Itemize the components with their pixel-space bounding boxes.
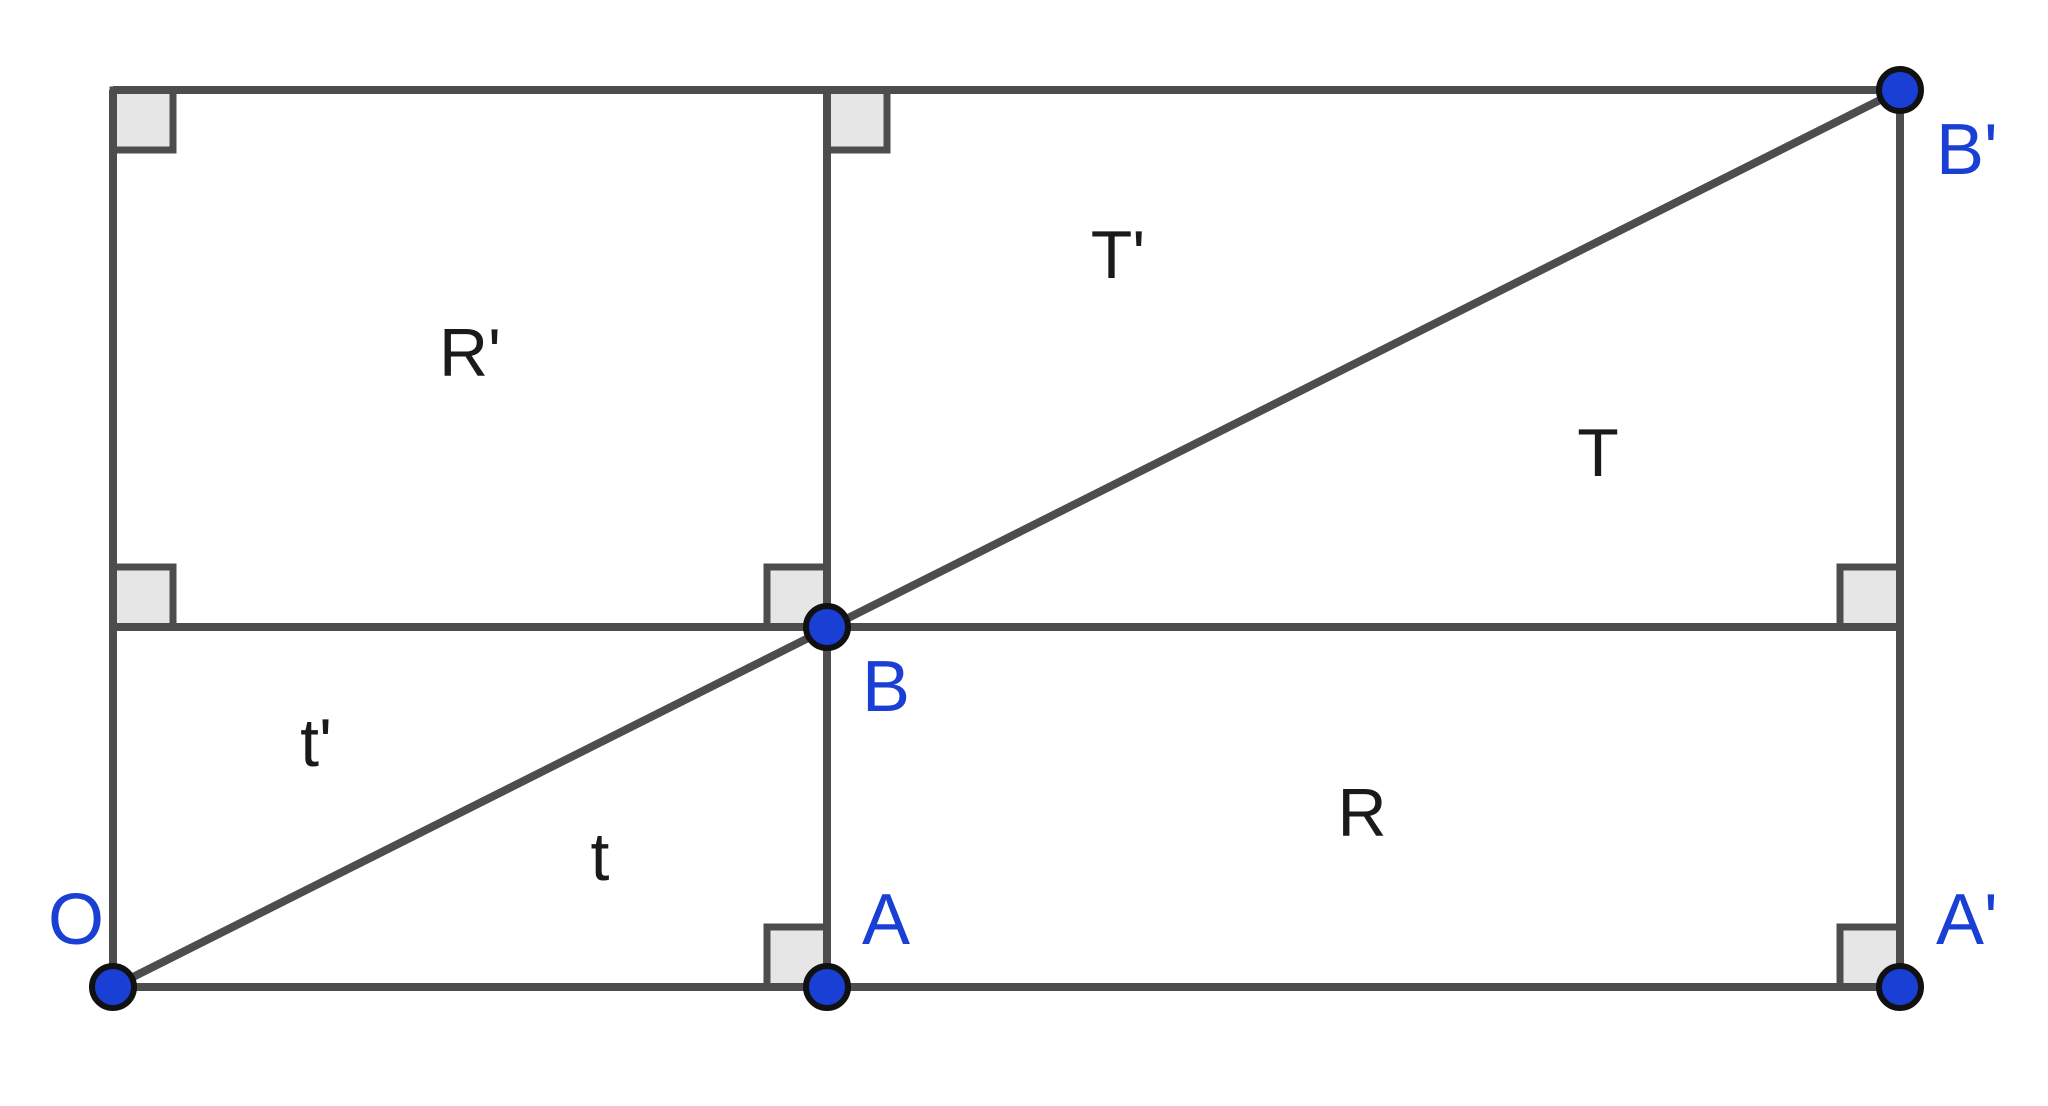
point-label-group: O A A' B B' (48, 110, 1998, 960)
segment-diagonal-O-Bp (111, 86, 1902, 991)
point-B[interactable] (803, 603, 851, 651)
point-Ap[interactable] (1876, 963, 1924, 1011)
region-label-R-prime: R' (439, 315, 501, 391)
region-label-T-prime: T' (1091, 217, 1146, 293)
point-group (89, 66, 1924, 1011)
point-label-O: O (48, 880, 104, 960)
right-angle-icon (109, 563, 177, 631)
point-Bp[interactable] (1876, 66, 1924, 114)
region-label-group: R' T' Tt' t R (300, 217, 1619, 895)
segment-group (109, 86, 1904, 991)
point-label-Bp: B' (1936, 110, 1998, 190)
region-label-t: t (591, 819, 610, 895)
right-angle-icon (823, 86, 891, 154)
point-O[interactable] (89, 963, 137, 1011)
point-A[interactable] (803, 963, 851, 1011)
right-angle-icon (109, 86, 177, 154)
region-label-t-prime: t' (300, 705, 332, 781)
point-label-B: B (862, 647, 910, 727)
region-label-R: R (1337, 775, 1386, 851)
point-label-A: A (862, 880, 910, 960)
region-label-T: T (1577, 415, 1619, 491)
point-label-Ap: A' (1936, 880, 1998, 960)
right-angle-icon (1836, 563, 1904, 631)
